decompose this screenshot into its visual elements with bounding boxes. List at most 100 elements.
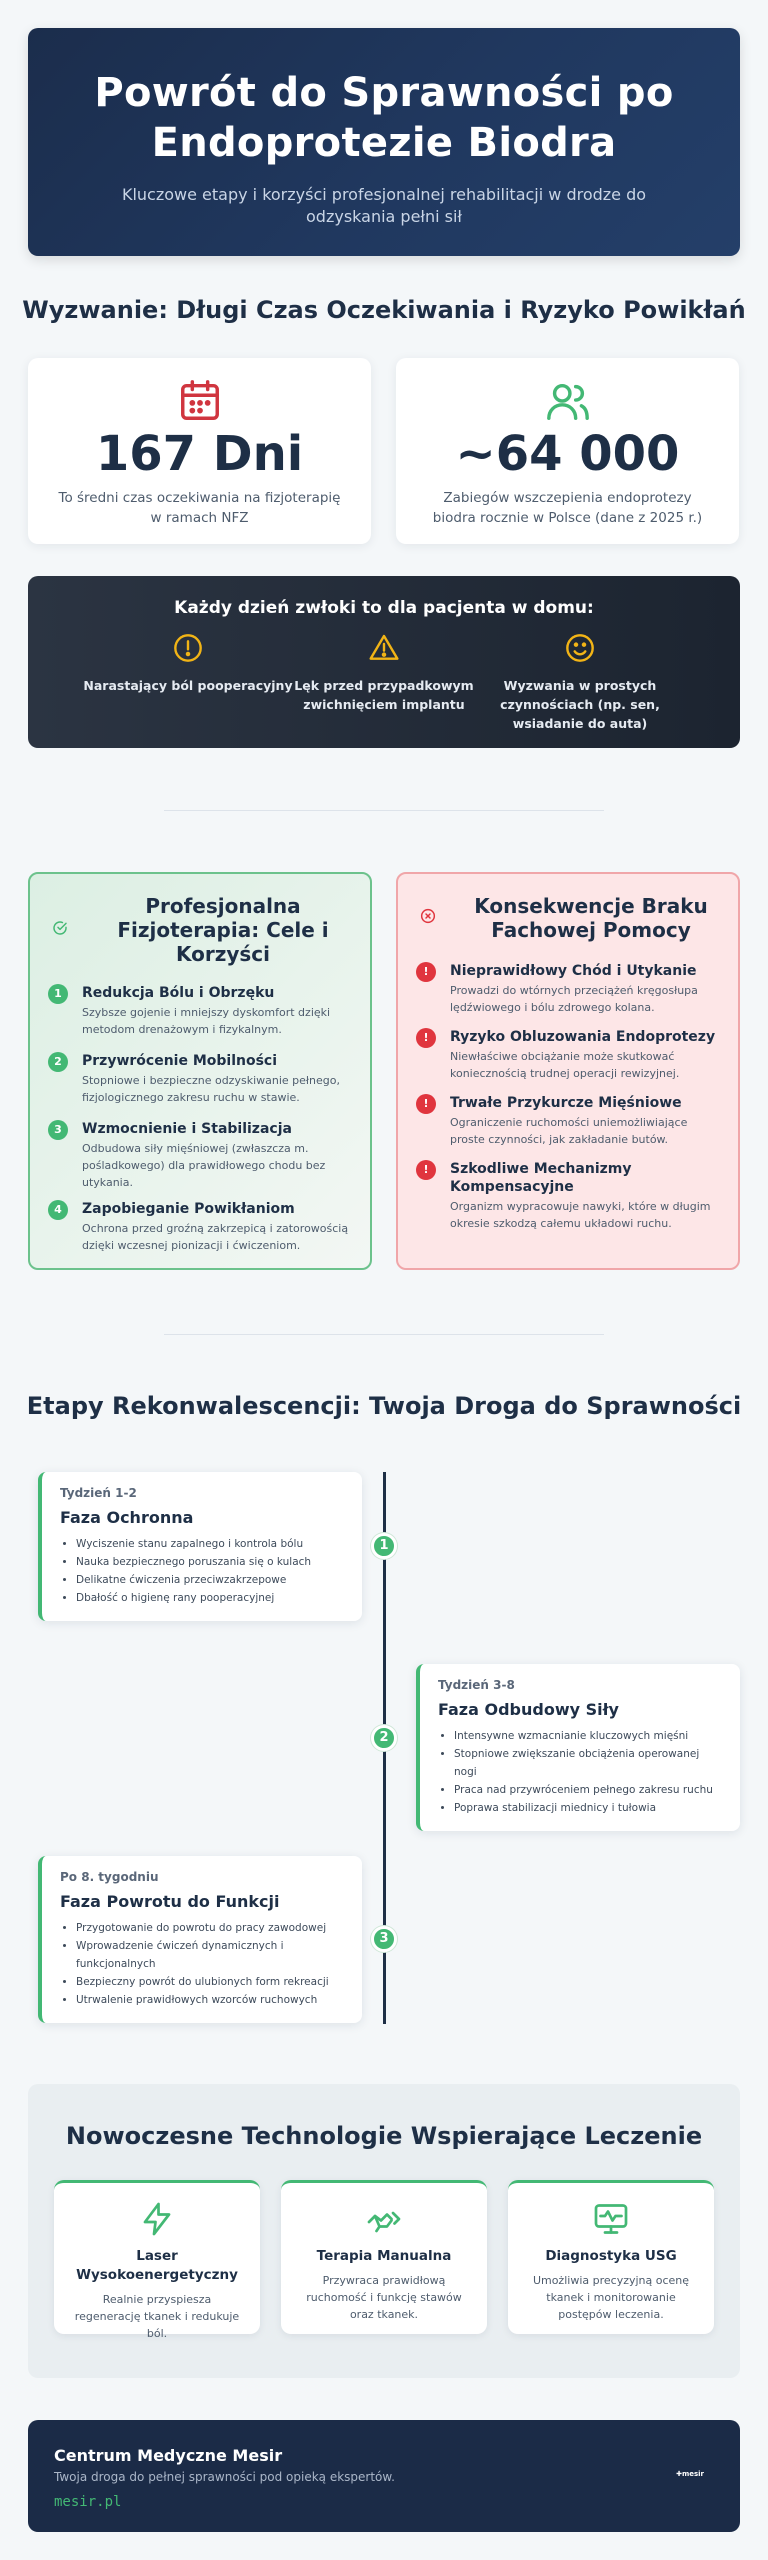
tech-card-desc: Umożliwia precyzyjną ocenę tkanek i moni… bbox=[532, 2274, 690, 2321]
phase-title: Faza Ochronna bbox=[60, 1508, 194, 1527]
risk-item: ! Nieprawidłowy Chód i Utykanie Prowadzi… bbox=[416, 962, 724, 1016]
list-item: Wprowadzenie ćwiczeń dynamicznych i funk… bbox=[76, 1937, 346, 1973]
stat-desc: To średni czas oczekiwania na fizjoterap… bbox=[58, 490, 341, 526]
delay-item-text: Lęk przed przypadkowym zwichnięciem impl… bbox=[294, 678, 474, 712]
delay-item-text: Wyzwania w prostych czynnościach (np. se… bbox=[500, 678, 660, 731]
benefit-number: 4 bbox=[48, 1200, 68, 1220]
delay-item-text: Narastający ból pooperacyjny bbox=[83, 678, 293, 693]
risk-title: Trwałe Przykurcze Mięśniowe bbox=[450, 1095, 682, 1111]
tech-card-usg: Diagnostyka USG Umożliwia precyzyjną oce… bbox=[508, 2180, 714, 2334]
delay-item: Lęk przed przypadkowym zwichnięciem impl… bbox=[274, 632, 494, 714]
alert-triangle-icon bbox=[369, 634, 399, 660]
footer-link[interactable]: mesir.pl bbox=[54, 2494, 122, 2510]
tech-card-laser: Laser Wysokoenergetyczny Realnie przyspi… bbox=[54, 2180, 260, 2340]
alert-icon: ! bbox=[416, 1160, 436, 1180]
benefit-text: Szybsze gojenie i mniejszy dyskomfort dz… bbox=[82, 1006, 331, 1036]
risk-title: Nieprawidłowy Chód i Utykanie bbox=[450, 963, 697, 979]
list-item: Intensywne wzmacnianie kluczowych mięśni bbox=[454, 1727, 724, 1745]
users-icon bbox=[546, 383, 589, 420]
benefit-title: Zapobieganie Powikłaniom bbox=[82, 1201, 295, 1217]
risk-text: Prowadzi do wtórnych przeciążeń kręgosłu… bbox=[450, 984, 698, 1014]
benefit-item: 4 Zapobieganie Powikłaniom Ochrona przed… bbox=[48, 1200, 356, 1254]
phase-list: Przygotowanie do powrotu do pracy zawodo… bbox=[60, 1919, 346, 2009]
benefit-item: 2 Przywrócenie Mobilności Stopniowe i be… bbox=[48, 1052, 356, 1106]
risks-title: Konsekwencje Braku Fachowej Pomocy bbox=[474, 894, 708, 942]
list-item: Praca nad przywróceniem pełnego zakresu … bbox=[454, 1781, 724, 1799]
logo: ✚mesir bbox=[676, 2470, 704, 2478]
calendar-icon bbox=[180, 380, 219, 420]
benefits-card: Profesjonalna Fizjoterapia: Cele i Korzy… bbox=[28, 872, 372, 1270]
tech-section: Nowoczesne Technologie Wspierające Lecze… bbox=[28, 2084, 740, 2378]
timeline-marker: 2 bbox=[371, 1725, 397, 1751]
risk-item: ! Trwałe Przykurcze Mięśniowe Ograniczen… bbox=[416, 1094, 724, 1148]
phase-title: Faza Powrotu do Funkcji bbox=[60, 1892, 280, 1911]
risk-title: Szkodliwe Mechanizmy Kompensacyjne bbox=[450, 1161, 632, 1195]
benefit-number: 3 bbox=[48, 1120, 68, 1140]
phase-week: Tydzień 3-8 bbox=[438, 1678, 515, 1692]
benefit-number: 1 bbox=[48, 984, 68, 1004]
list-item: Nauka bezpiecznego poruszania się o kula… bbox=[76, 1553, 346, 1571]
stat-desc: Zabiegów wszczepienia endoprotezy biodra… bbox=[432, 490, 703, 526]
list-item: Bezpieczny powrót do ulubionych form rek… bbox=[76, 1973, 346, 1991]
benefit-title: Przywrócenie Mobilności bbox=[82, 1053, 278, 1069]
list-item: Przygotowanie do powrotu do pracy zawodo… bbox=[76, 1919, 346, 1937]
stat-value: 167 Dni bbox=[95, 426, 304, 482]
divider bbox=[164, 1334, 604, 1335]
benefits-title: Profesjonalna Fizjoterapia: Cele i Korzy… bbox=[117, 894, 329, 966]
check-circle-icon bbox=[53, 921, 67, 935]
monitor-icon bbox=[594, 2204, 628, 2234]
alert-icon: ! bbox=[416, 1028, 436, 1048]
benefit-title: Wzmocnienie i Stabilizacja bbox=[82, 1121, 292, 1137]
risk-text: Ograniczenie ruchomości uniemożliwiające… bbox=[450, 1116, 688, 1146]
logo-text: mesir bbox=[681, 2470, 704, 2478]
phase-card-2: Tydzień 3-8 Faza Odbudowy Siły Intensywn… bbox=[416, 1664, 740, 1831]
delay-panel: Każdy dzień zwłoki to dla pacjenta w dom… bbox=[28, 576, 740, 748]
smile-icon bbox=[566, 634, 594, 662]
list-item: Delikatne ćwiczenia przeciwzakrzepowe bbox=[76, 1571, 346, 1589]
tech-title: Nowoczesne Technologie Wspierające Lecze… bbox=[65, 2122, 703, 2150]
list-item: Poprawa stabilizacji miednicy i tułowia bbox=[454, 1799, 724, 1817]
list-item: Stopniowe zwiększanie obciążenia operowa… bbox=[454, 1745, 724, 1781]
benefit-text: Stopniowe i bezpieczne odzyskiwanie pełn… bbox=[82, 1074, 340, 1104]
list-item: Dbałość o higienę rany pooperacyjnej bbox=[76, 1589, 346, 1607]
phase-title: Faza Odbudowy Siły bbox=[438, 1700, 619, 1719]
benefit-text: Ochrona przed groźną zakrzepicą i zatoro… bbox=[82, 1222, 349, 1252]
timeline-marker: 1 bbox=[371, 1533, 397, 1559]
stat-card-surgeries: ~64 000 Zabiegów wszczepienia endoprotez… bbox=[396, 358, 739, 544]
tech-card-desc: Realnie przyspiesza regenerację tkanek i… bbox=[74, 2293, 240, 2340]
tech-card-manual: Terapia Manualna Przywraca prawidłową ru… bbox=[281, 2180, 487, 2334]
phase-card-1: Tydzień 1-2 Faza Ochronna Wyciszenie sta… bbox=[38, 1472, 362, 1621]
footer: Centrum Medyczne Mesir Twoja droga do pe… bbox=[28, 2420, 740, 2532]
timeline-marker: 3 bbox=[371, 1926, 397, 1952]
phase-week: Tydzień 1-2 bbox=[60, 1486, 137, 1500]
delay-item: Narastający ból pooperacyjny bbox=[78, 632, 298, 695]
delay-panel-title: Każdy dzień zwłoki to dla pacjenta w dom… bbox=[174, 598, 594, 618]
hero-title: Powrót do Sprawności po Endoprotezie Bio… bbox=[28, 28, 740, 168]
hands-icon bbox=[367, 2211, 401, 2233]
phase-list: Intensywne wzmacnianie kluczowych mięśni… bbox=[438, 1727, 724, 1817]
x-circle-icon bbox=[420, 908, 436, 924]
delay-item: Wyzwania w prostych czynnościach (np. se… bbox=[470, 632, 690, 733]
hero-title-line1: Powrót do Sprawności po bbox=[94, 70, 674, 116]
hero-subtitle: Kluczowe etapy i korzyści profesjonalnej… bbox=[121, 185, 647, 226]
benefit-text: Odbudowa siły mięśniowej (zwłaszcza m. p… bbox=[82, 1142, 326, 1189]
risk-item: ! Szkodliwe Mechanizmy Kompensacyjne Org… bbox=[416, 1160, 724, 1232]
phase-list: Wyciszenie stanu zapalnego i kontrola bó… bbox=[60, 1535, 346, 1607]
benefit-item: 1 Redukcja Bólu i Obrzęku Szybsze gojeni… bbox=[48, 984, 356, 1038]
list-item: Wyciszenie stanu zapalnego i kontrola bó… bbox=[76, 1535, 346, 1553]
footer-tagline: Twoja droga do pełnej sprawności pod opi… bbox=[54, 2470, 395, 2484]
risks-card: Konsekwencje Braku Fachowej Pomocy ! Nie… bbox=[396, 872, 740, 1270]
phase-week: Po 8. tygodniu bbox=[60, 1870, 159, 1884]
phase-card-3: Po 8. tygodniu Faza Powrotu do Funkcji P… bbox=[38, 1856, 362, 2023]
divider bbox=[164, 810, 604, 811]
risk-text: Niewłaściwe obciążanie może skutkować ko… bbox=[450, 1050, 680, 1080]
tech-card-title: Terapia Manualna bbox=[316, 2248, 452, 2264]
risk-text: Organizm wypracowuje nawyki, które w dłu… bbox=[450, 1200, 711, 1230]
lightning-icon bbox=[143, 2202, 171, 2236]
footer-name: Centrum Medyczne Mesir bbox=[54, 2446, 283, 2465]
alert-circle-icon bbox=[174, 634, 202, 662]
stat-card-wait: 167 Dni To średni czas oczekiwania na fi… bbox=[28, 358, 371, 544]
benefit-item: 3 Wzmocnienie i Stabilizacja Odbudowa si… bbox=[48, 1120, 356, 1191]
list-item: Utrwalenie prawidłowych wzorców ruchowyc… bbox=[76, 1991, 346, 2009]
